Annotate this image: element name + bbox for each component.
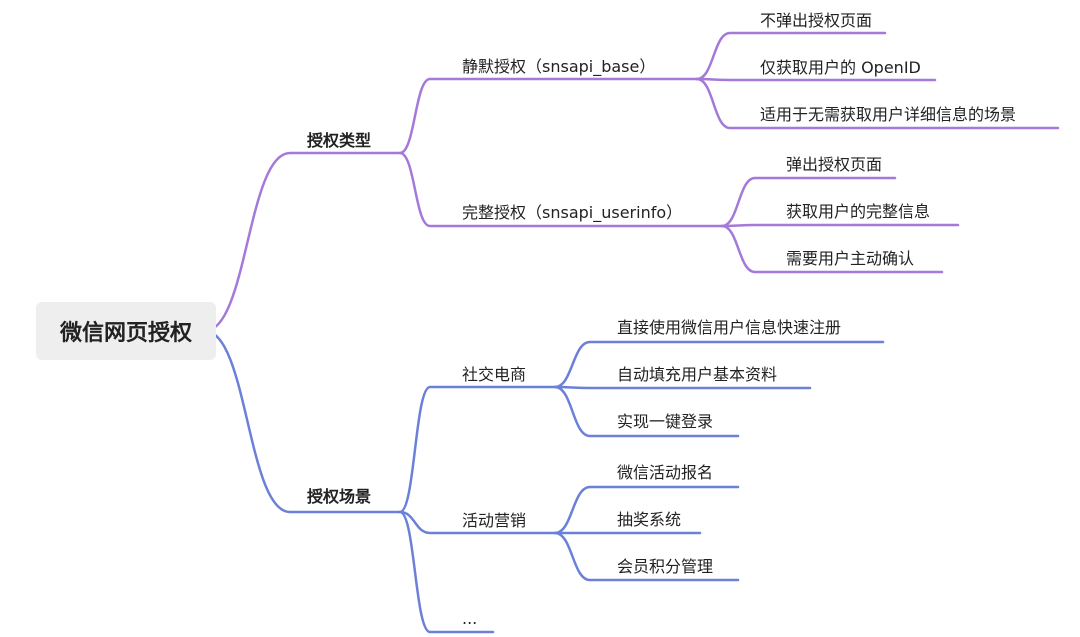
connector-1-0-0 <box>553 340 885 389</box>
root-label: 微信网页授权 <box>59 321 192 346</box>
connector-0-1-0 <box>720 176 897 228</box>
branch-0-label[interactable]: 授权类型 <box>307 131 372 150</box>
branch-1-node-1-leaf-0[interactable]: 微信活动报名 <box>617 463 714 482</box>
connector-0-0-2 <box>695 77 1060 130</box>
branch-1-node-1-leaf-2[interactable]: 会员积分管理 <box>617 557 714 576</box>
branch-1-node-0[interactable]: 社交电商 <box>462 365 527 384</box>
branch-1-node-1[interactable]: 活动营销 <box>462 511 527 530</box>
branch-0-node-1-leaf-0[interactable]: 弹出授权页面 <box>786 155 883 174</box>
branch-0-node-0-leaf-1[interactable]: 仅获取用户的 OpenID <box>760 58 921 77</box>
connector-1-1 <box>398 510 557 535</box>
branch-1-node-0-leaf-1[interactable]: 自动填充用户基本资料 <box>617 365 778 384</box>
connector-1-2 <box>398 510 495 634</box>
connector-0-1-1 <box>720 223 960 228</box>
branch-1-node-2[interactable]: ... <box>462 609 478 628</box>
branch-0-node-1-leaf-2[interactable]: 需要用户主动确认 <box>786 249 915 268</box>
connector-1-1-0 <box>553 485 740 535</box>
connector-0-0 <box>398 77 699 155</box>
connector-1-0-1 <box>553 385 812 390</box>
connector-root-1 <box>203 329 402 514</box>
connector-1-1-2 <box>553 531 740 582</box>
connector-1-0 <box>398 385 557 514</box>
branch-0-node-1-leaf-1[interactable]: 获取用户的完整信息 <box>786 202 931 221</box>
connector-0-1-2 <box>720 224 944 274</box>
branch-0-node-0-leaf-2[interactable]: 适用于无需获取用户详细信息的场景 <box>760 105 1017 124</box>
branch-0-node-0[interactable]: 静默授权（snsapi_base） <box>462 57 656 76</box>
branch-0-node-1[interactable]: 完整授权（snsapi_userinfo） <box>462 203 683 222</box>
connector-1-0-2 <box>553 385 740 438</box>
branch-1-node-1-leaf-1[interactable]: 抽奖系统 <box>617 510 682 529</box>
connector-0-0-0 <box>695 31 887 81</box>
branch-1-node-0-leaf-2[interactable]: 实现一键登录 <box>617 412 714 431</box>
root-node[interactable]: 微信网页授权 <box>36 302 216 360</box>
branch-1-node-0-leaf-0[interactable]: 直接使用微信用户信息快速注册 <box>617 318 842 337</box>
connector-0-0-1 <box>695 77 937 82</box>
branch-0-node-0-leaf-0[interactable]: 不弹出授权页面 <box>760 11 873 30</box>
connector-0-1 <box>398 151 724 228</box>
connector-root-0 <box>203 151 402 333</box>
branch-1-label[interactable]: 授权场景 <box>307 487 372 506</box>
